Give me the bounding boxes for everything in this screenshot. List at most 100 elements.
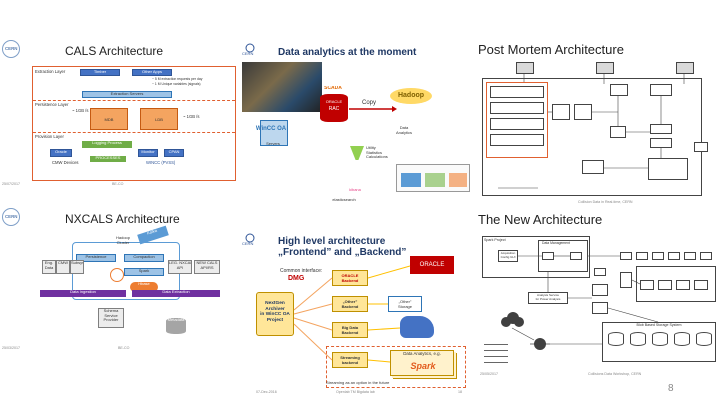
storage-row <box>620 252 716 260</box>
slide-cals[interactable]: CERN CALS Architecture Extraction Layer … <box>0 38 238 188</box>
server-row <box>516 62 696 74</box>
ldb-box: LDB <box>140 108 178 130</box>
layer-label: Provision Layer <box>35 134 64 139</box>
oracle-db-box: ORACLE RAC <box>320 94 348 122</box>
pm-box <box>610 126 626 138</box>
footer-dept: BE-CO <box>118 346 130 350</box>
dashboard-screenshot <box>396 164 470 192</box>
pm-box <box>574 104 592 120</box>
na-box <box>640 280 654 290</box>
nextgen-box: NextGen Archiver in WinCC OA Project <box>256 292 294 336</box>
persistence-box: Persistence <box>76 254 116 262</box>
hadoop-logo: Hadoop <box>390 88 432 104</box>
slide-title: Data analytics at the moment <box>278 47 417 58</box>
na-box <box>592 302 608 314</box>
slide-title: CALS Architecture <box>65 44 164 58</box>
copy-arrow <box>349 106 397 112</box>
streaming-frame <box>326 346 466 388</box>
other-backend-box: „Other” Backend <box>332 296 368 312</box>
footer-date: 25/07/2017 <box>2 182 20 186</box>
slide-nxcals[interactable]: CERN NXCALS Architecture Hadoop Cluster … <box>0 208 238 356</box>
streaming-backend-box: Streaming backend <box>332 352 368 368</box>
cern-badge-icon: CERN <box>242 232 256 246</box>
kafka-logo-icon <box>110 268 124 282</box>
data-ingestion-bar: Data Ingestion <box>40 290 126 297</box>
cmw-label: CMW Devices <box>52 160 79 165</box>
footer-text: Collision Data in Real-time, CERN <box>578 200 633 204</box>
svg-text:CERN: CERN <box>242 241 253 245</box>
mdb-box: MDB <box>90 108 128 130</box>
system-frame <box>482 78 702 196</box>
dmg-label: DMG <box>288 275 305 282</box>
footer-event: Collisions Data Workshop, CERN <box>588 372 642 376</box>
processes-box: PROCESSES <box>90 156 126 162</box>
wincc-label: WINCC (PVSS) <box>146 160 176 165</box>
other-storage-box: „Other” Storage <box>388 296 422 312</box>
blob-cylinders <box>608 332 712 348</box>
page-number: 8 <box>668 383 674 394</box>
footer-dept: BE-CO <box>112 182 124 186</box>
pm-box <box>650 124 672 134</box>
pm-box <box>490 102 544 114</box>
common-interface-label: Common interface: <box>280 268 323 274</box>
compaction-box: Compaction <box>124 254 164 262</box>
na-box <box>694 280 708 290</box>
other-apps-box: Other Apps <box>132 69 172 76</box>
hadoop-elephant-icon <box>400 316 434 338</box>
diagram-frame <box>32 66 236 181</box>
copy-label: Copy <box>362 100 377 106</box>
schema-box: Schema Service Provider <box>98 308 124 328</box>
network-hub-icon <box>530 338 550 350</box>
kibana-label: kibana <box>349 188 361 192</box>
slide-title: The New Architecture <box>478 212 603 227</box>
na-box <box>594 268 606 276</box>
footer-lab: Openlab TM Bigdata lab <box>336 390 375 394</box>
pm-connectors <box>498 74 685 189</box>
oracle-logo: ORACLE <box>410 256 454 274</box>
eng-data-box: Eng. Data <box>42 260 56 274</box>
utility-label: Utility Statistics Calculations <box>366 146 388 160</box>
oracle-box: Oracle <box>50 149 72 157</box>
rate-label: ~ 1GB /s <box>72 108 89 113</box>
acq-gui-box: Acquisition Config GUI <box>498 250 518 262</box>
data-analytics-label: Data Analytics, e.g. <box>403 352 441 356</box>
elastic-label: elasticsearch <box>332 198 356 202</box>
pm-box <box>490 118 544 130</box>
note-text: ~ 1 M Unique variables (signals) <box>152 82 201 86</box>
hbase-box: Hbase <box>130 282 158 292</box>
slide-title: High level architecture <box>278 236 386 247</box>
cpan-box: CPAN <box>164 149 184 157</box>
spark-box: Spark <box>124 268 164 276</box>
layer-label: Extraction Layer <box>35 69 66 74</box>
slide-highlevel[interactable]: CERN High level architecture „Frontend” … <box>240 230 472 402</box>
rac-label: RAC <box>328 105 340 112</box>
footer-date: 25/03/2017 <box>2 346 20 350</box>
bigdata-backend-box: Big Data Backend <box>332 322 368 338</box>
oracle-label: ORACLE <box>325 99 343 104</box>
pm-box <box>582 160 604 174</box>
data-analytics-label: Data Analytics <box>395 126 412 135</box>
slide-newarch[interactable]: The New Architecture Spark Project Data … <box>478 208 718 380</box>
cern-logo-icon: CERN <box>2 208 20 226</box>
pm-box <box>648 158 688 180</box>
na-box <box>620 272 632 288</box>
pm-box <box>650 138 672 148</box>
na-box <box>592 284 608 296</box>
pm-box <box>490 86 544 98</box>
layer-label: Persistence Layer <box>35 102 69 107</box>
accelerator-photo <box>242 62 322 112</box>
storage-frame <box>636 266 716 302</box>
blob-storage-frame <box>602 322 716 362</box>
slide-postmortem[interactable]: Post Mortem Architecture Collision Data … <box>478 38 718 206</box>
data-analytics-stack <box>390 350 454 376</box>
cloud-icon <box>501 312 524 327</box>
cmw-box: CMW <box>56 260 70 274</box>
orange-frame <box>486 82 548 158</box>
future-note: Streaming as an option in the future <box>326 380 390 385</box>
layer-divider <box>33 100 235 101</box>
new-api-box: NEW CALS API/RS <box>194 260 220 274</box>
na-box <box>570 252 582 260</box>
slide-title: NXCALS Architecture <box>65 212 180 226</box>
na-box <box>658 280 672 290</box>
slide-data-analytics[interactable]: CERN Data analytics at the moment WinCC … <box>240 38 472 202</box>
